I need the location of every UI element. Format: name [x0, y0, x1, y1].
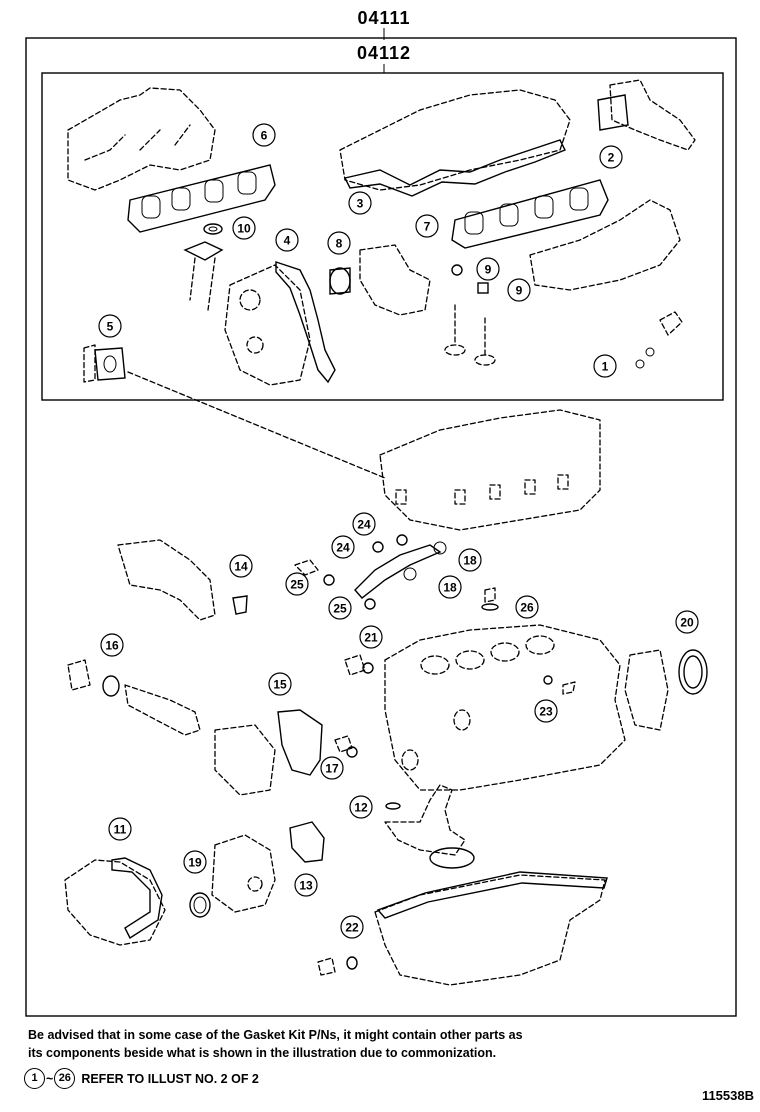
illustration-number: 115538B: [701, 1088, 754, 1103]
outer-kit-frame: [25, 37, 737, 1017]
callout-1: 1: [593, 354, 617, 378]
callout-14: 14: [229, 554, 253, 578]
callout-10: 10: [232, 216, 256, 240]
callout-label: 18: [463, 554, 477, 568]
callout-3: 3: [348, 191, 372, 215]
exhaust-manifold-gasket: [127, 164, 276, 233]
callout-9: 9: [476, 257, 500, 281]
callout-23: 23: [534, 699, 558, 723]
callout-12: 12: [349, 795, 373, 819]
callout-label: 11: [114, 823, 127, 837]
callout-17: 17: [320, 756, 344, 780]
callout-label: 9: [516, 284, 523, 298]
callout-label: 15: [273, 678, 287, 692]
callout-label: 17: [325, 762, 339, 776]
water-pump-gasket: [277, 709, 323, 776]
callout-9: 9: [507, 278, 531, 302]
callout-label: 12: [354, 801, 368, 815]
head-cover-gasket: [343, 139, 566, 197]
timing-cover: [224, 264, 311, 386]
cylinder-head: [379, 409, 601, 531]
intake-manifold-gasket: [451, 179, 609, 249]
inner-kit-frame: [41, 72, 724, 401]
callout-label: 1: [602, 360, 609, 374]
timing-cover-gasket: [275, 261, 336, 384]
advisory-note-line-1: Be advised that in some case of the Gask…: [28, 1028, 523, 1042]
reference-end-badge: 26: [54, 1068, 76, 1089]
callout-19: 19: [183, 850, 207, 874]
cylinder-block: [384, 624, 626, 791]
callout-label: 25: [333, 602, 347, 616]
oil-pan: [374, 874, 606, 986]
callout-25: 25: [285, 572, 309, 596]
callout-label: 24: [336, 541, 350, 555]
callout-group: 1234567899101112131415161718181920212223…: [98, 123, 699, 939]
advisory-note-line-2: its components beside what is shown in t…: [28, 1046, 497, 1060]
callout-label: 18: [443, 581, 457, 595]
callout-5: 5: [98, 314, 122, 338]
callout-label: 10: [237, 222, 251, 236]
intake-manifold: [67, 87, 216, 191]
callout-label: 3: [357, 197, 364, 211]
callout-7: 7: [415, 214, 439, 238]
callout-label: 21: [364, 631, 378, 645]
callout-label: 8: [336, 237, 343, 251]
callout-22: 22: [340, 915, 364, 939]
callout-26: 26: [515, 595, 539, 619]
cylinder-head-cover: [339, 89, 571, 191]
callout-24: 24: [331, 535, 355, 559]
oil-pan-gasket: [376, 871, 608, 919]
callout-13: 13: [294, 873, 318, 897]
callout-label: 22: [345, 921, 359, 935]
callout-label: 24: [357, 518, 371, 532]
callout-2: 2: [599, 145, 623, 169]
callout-label: 16: [105, 639, 119, 653]
reference-tilde: ~: [46, 1071, 54, 1086]
callout-24: 24: [352, 512, 376, 536]
callout-label: 6: [261, 129, 268, 143]
callout-label: 14: [234, 560, 248, 574]
callout-11: 11: [108, 817, 132, 841]
callout-label: 9: [485, 263, 492, 277]
reference-line: 1 ~ 26 REFER TO ILLUST NO. 2 OF 2: [24, 1068, 259, 1089]
callout-label: 7: [424, 220, 431, 234]
reference-text: REFER TO ILLUST NO. 2 OF 2: [81, 1071, 259, 1086]
callout-16: 16: [100, 633, 124, 657]
callout-20: 20: [675, 610, 699, 634]
inner-part-number: 04112: [357, 43, 411, 63]
callout-label: 20: [680, 616, 694, 630]
callout-label: 23: [539, 705, 553, 719]
callout-8: 8: [327, 231, 351, 255]
callout-25: 25: [328, 596, 352, 620]
reference-start-badge: 1: [24, 1068, 45, 1089]
outer-part-number: 04111: [357, 8, 410, 28]
callout-15: 15: [268, 672, 292, 696]
callout-label: 2: [608, 151, 615, 165]
callout-6: 6: [252, 123, 276, 147]
callout-label: 25: [290, 578, 304, 592]
small-gasket: [94, 347, 126, 381]
callout-label: 4: [284, 234, 291, 248]
callout-18: 18: [458, 548, 482, 572]
callout-label: 5: [107, 320, 114, 334]
callout-label: 26: [520, 601, 534, 615]
water-outlet: [609, 79, 696, 151]
callout-label: 19: [188, 856, 202, 870]
callout-18: 18: [438, 575, 462, 599]
callout-21: 21: [359, 625, 383, 649]
callout-4: 4: [275, 228, 299, 252]
callout-label: 13: [299, 879, 313, 893]
